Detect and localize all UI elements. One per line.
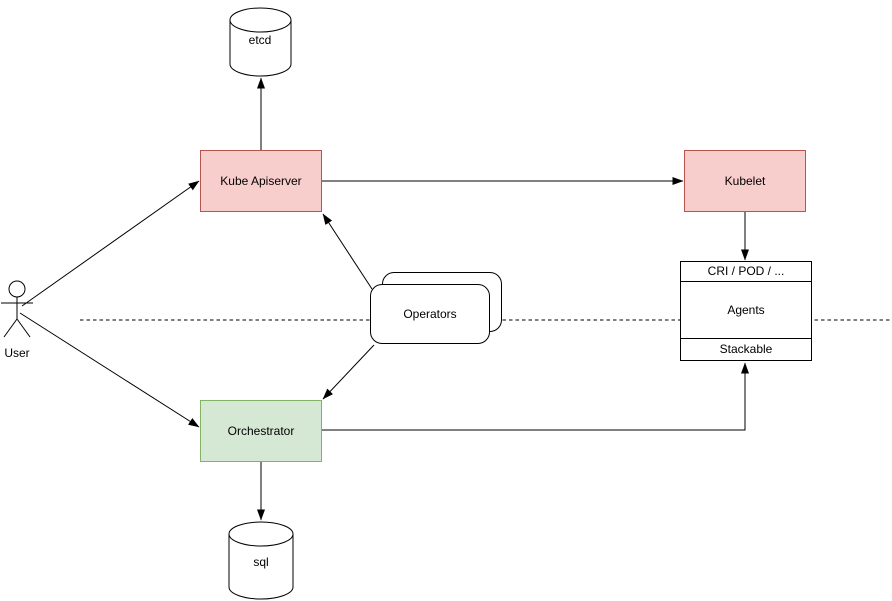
agents-stack-middle-section[interactable]: Agents	[681, 282, 811, 338]
etcd-label: etcd	[249, 33, 272, 47]
orchestrator-label: Orchestrator	[227, 423, 295, 438]
user-label: User	[4, 346, 29, 360]
agents-stack-top-section[interactable]: CRI / POD / ...	[681, 262, 811, 282]
user-actor-icon[interactable]	[1, 280, 33, 338]
agents-stack-node[interactable]: CRI / POD / ... Agents Stackable	[680, 261, 812, 361]
edge-user-to-kube-apiserver	[21, 180, 200, 307]
etcd-database-icon[interactable]	[229, 7, 292, 77]
cri-pod-label: CRI / POD / ...	[707, 264, 785, 279]
stackable-label: Stackable	[719, 342, 773, 357]
edge-operators-to-orchestrator	[322, 344, 375, 400]
agents-label: Agents	[727, 302, 765, 317]
kubelet-label: Kubelet	[724, 173, 766, 188]
operators-label: Operators	[403, 306, 457, 321]
sql-database-icon[interactable]	[228, 521, 294, 600]
edge-user-to-orchestrator	[19, 312, 200, 428]
edge-orchestrator-to-stackable	[322, 362, 749, 431]
kubelet-node[interactable]: Kubelet	[684, 150, 806, 212]
sql-label: sql	[253, 555, 268, 569]
orchestrator-node[interactable]: Orchestrator	[200, 400, 322, 462]
agents-stack-bottom-section[interactable]: Stackable	[681, 338, 811, 360]
kube-apiserver-label: Kube Apiserver	[220, 173, 302, 188]
operators-node[interactable]: Operators	[370, 284, 490, 344]
kube-apiserver-node[interactable]: Kube Apiserver	[200, 150, 322, 212]
edge-operators-to-kube-apiserver	[322, 213, 373, 290]
